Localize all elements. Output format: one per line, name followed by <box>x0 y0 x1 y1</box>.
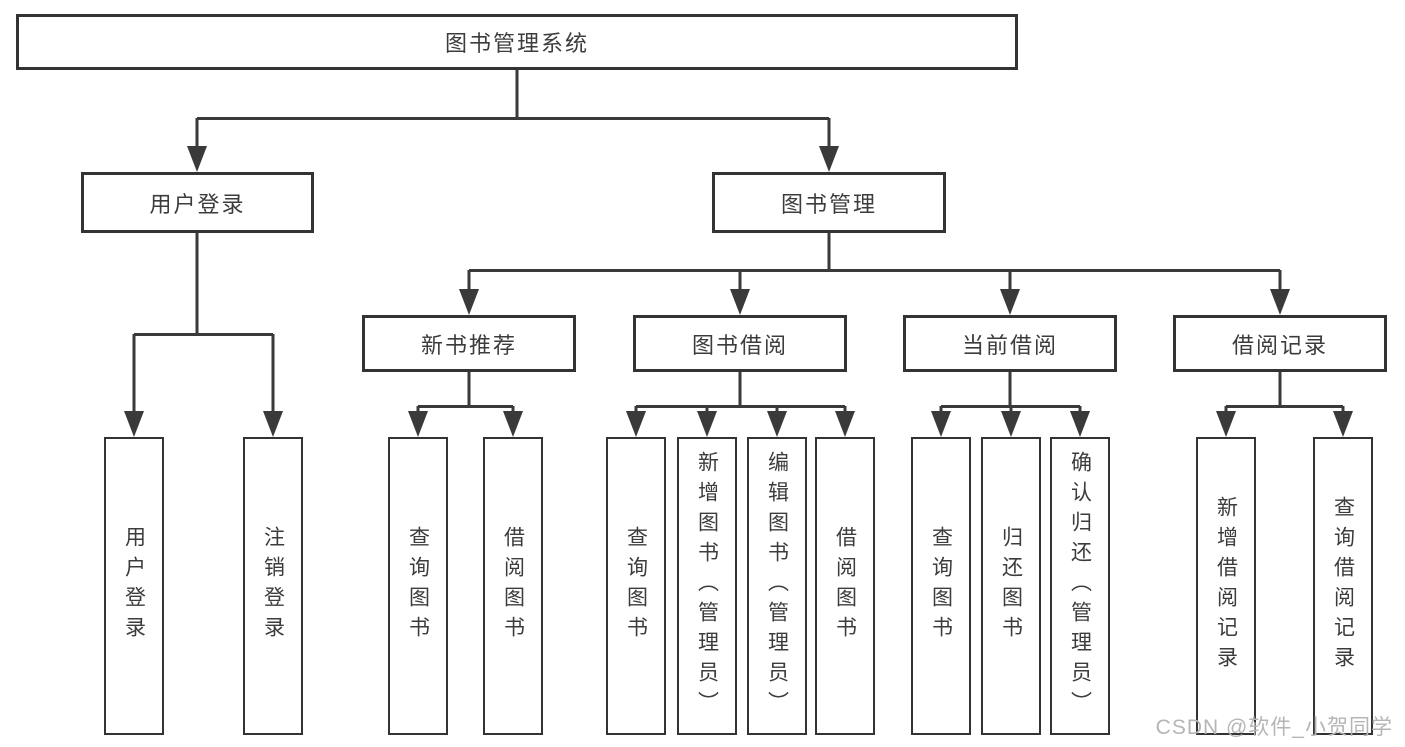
leaf-return-books: 归还图书 <box>981 437 1041 735</box>
node-borrow-records: 借阅记录 <box>1173 315 1387 372</box>
leaf-query-books-borrow: 查询图书 <box>606 437 666 735</box>
leaf-edit-books-admin: 编辑图书（管理员） <box>747 437 807 735</box>
connector-root-to-level2 <box>187 70 839 172</box>
leaf-query-books-recommend: 查询图书 <box>388 437 448 735</box>
node-user-login: 用户登录 <box>81 172 314 233</box>
node-root-library-system: 图书管理系统 <box>16 14 1018 70</box>
node-book-management: 图书管理 <box>712 172 946 233</box>
leaf-logout-login: 注销登录 <box>243 437 303 735</box>
connector-book-borrow-to-leaves <box>626 372 855 437</box>
leaf-user-login: 用户登录 <box>104 437 164 735</box>
leaf-confirm-return-admin: 确认归还（管理员） <box>1050 437 1110 735</box>
node-current-borrow: 当前借阅 <box>903 315 1117 372</box>
leaf-query-books-current: 查询图书 <box>911 437 971 735</box>
leaf-add-books-admin: 新增图书（管理员） <box>677 437 737 735</box>
csdn-watermark: CSDN @软件_小贺同学 <box>1155 716 1393 739</box>
connector-user-login-to-leaves <box>124 233 283 437</box>
connector-new-book-recommend-to-leaves <box>408 372 523 437</box>
node-new-book-recommend: 新书推荐 <box>362 315 576 372</box>
connector-borrow-records-to-leaves <box>1216 372 1353 437</box>
leaf-borrow-books-recommend: 借阅图书 <box>483 437 543 735</box>
leaf-borrow-books: 借阅图书 <box>815 437 875 735</box>
leaf-add-borrow-record: 新增借阅记录 <box>1196 437 1256 735</box>
node-book-borrow: 图书借阅 <box>633 315 847 372</box>
connector-current-borrow-to-leaves <box>931 372 1090 437</box>
leaf-query-borrow-record: 查询借阅记录 <box>1313 437 1373 735</box>
connector-book-management-to-level3 <box>459 233 1290 315</box>
